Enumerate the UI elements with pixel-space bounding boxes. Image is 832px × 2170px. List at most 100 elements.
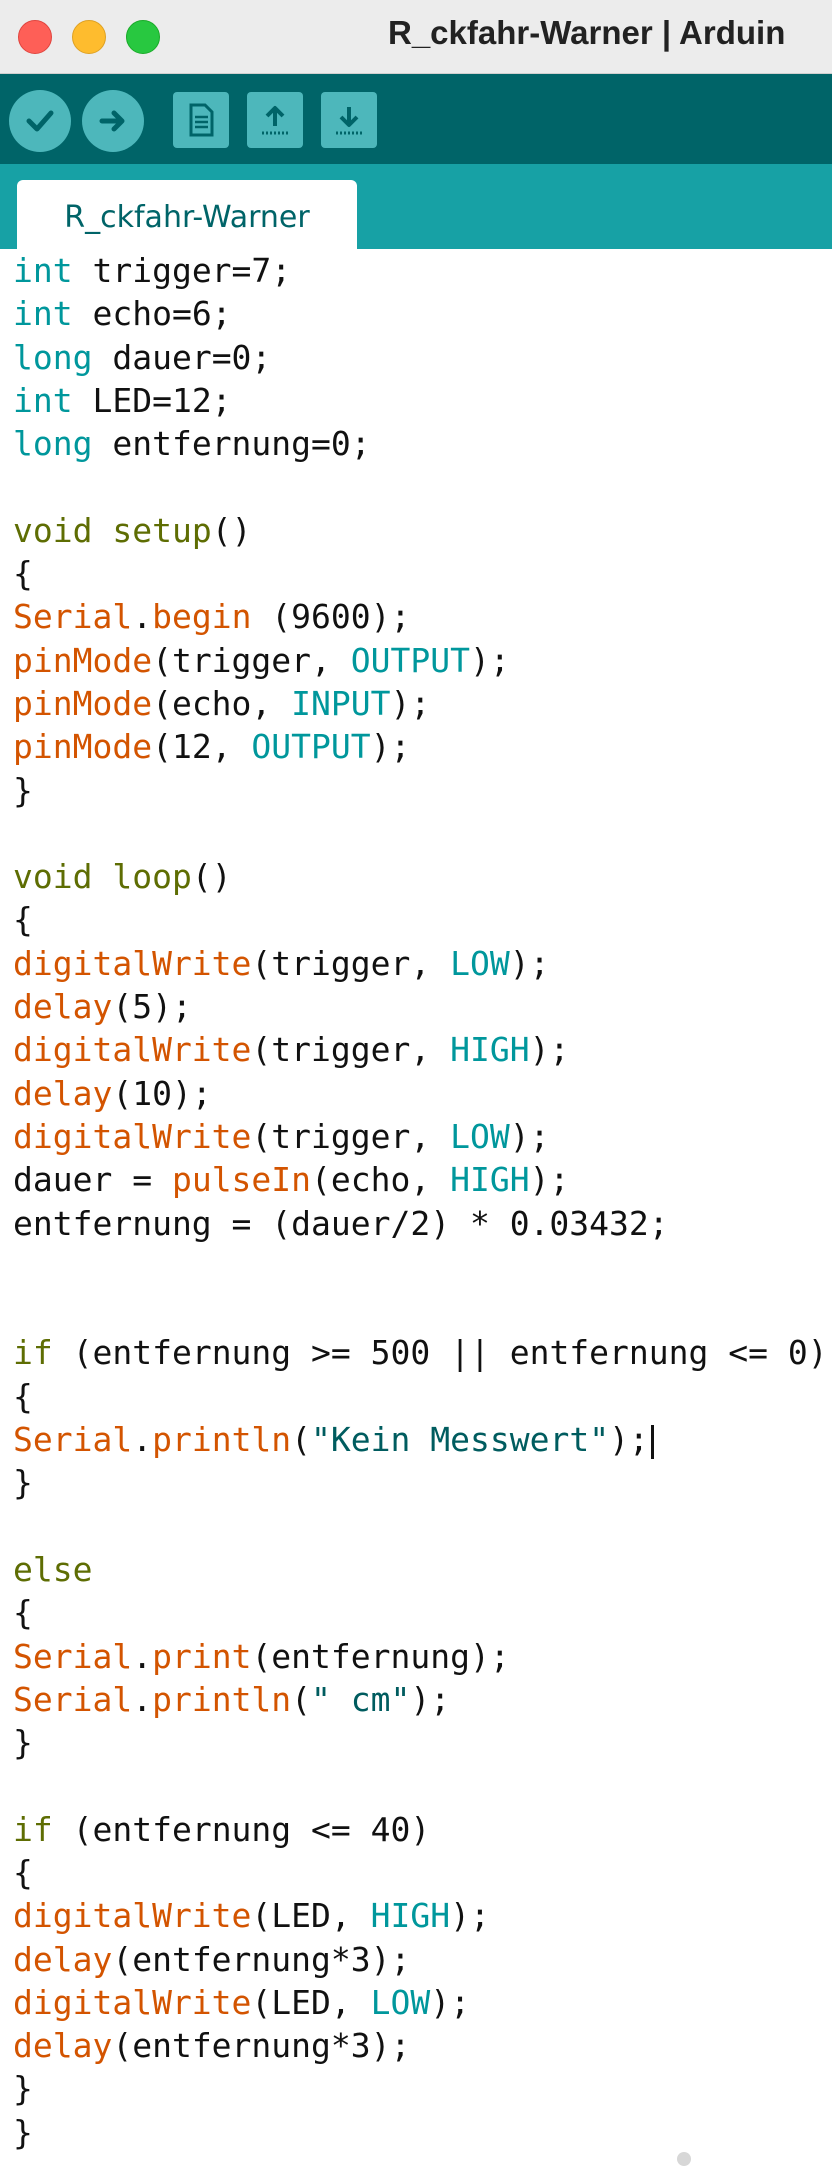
code-token: (echo, xyxy=(152,683,292,723)
code-token: . xyxy=(132,1679,153,1719)
new-document-icon xyxy=(189,103,214,137)
code-line[interactable]: delay(entfernung*3); xyxy=(13,2024,828,2067)
code-line[interactable]: entfernung = (dauer/2) * 0.03432; xyxy=(13,1202,828,1245)
open-button[interactable] xyxy=(247,92,303,148)
code-line[interactable]: if (entfernung <= 40) xyxy=(13,1808,828,1851)
code-line[interactable]: } xyxy=(13,1461,828,1504)
code-line[interactable]: if (entfernung >= 500 || entfernung <= 0… xyxy=(13,1331,828,1374)
code-token: void xyxy=(13,510,93,550)
code-token: digitalWrite xyxy=(13,1030,252,1070)
code-token: OUTPUT xyxy=(251,727,371,767)
code-token: delay xyxy=(13,987,113,1027)
code-area[interactable]: int trigger=7;int echo=6;long dauer=0;in… xyxy=(13,249,828,2154)
code-line[interactable]: { xyxy=(13,898,828,941)
code-line[interactable]: int echo=6; xyxy=(13,292,828,335)
code-token: setup xyxy=(112,510,212,550)
code-line[interactable]: { xyxy=(13,1375,828,1418)
code-line[interactable]: } xyxy=(13,769,828,812)
code-line[interactable]: } xyxy=(13,2111,828,2154)
upload-button[interactable] xyxy=(82,90,144,152)
scroll-indicator[interactable] xyxy=(677,2152,691,2166)
new-sketch-button[interactable] xyxy=(173,92,229,148)
code-token: ); xyxy=(430,1982,470,2022)
code-token: } xyxy=(13,1723,33,1763)
code-token: LOW xyxy=(450,1116,510,1156)
code-line[interactable]: else xyxy=(13,1548,828,1591)
code-line[interactable]: Serial.println("Kein Messwert"); xyxy=(13,1418,828,1461)
code-token: digitalWrite xyxy=(13,1896,252,1936)
code-token: long xyxy=(13,337,93,377)
code-token: { xyxy=(13,900,33,940)
code-line[interactable]: int trigger=7; xyxy=(13,249,828,292)
code-line[interactable] xyxy=(13,1505,828,1548)
code-line[interactable]: { xyxy=(13,1851,828,1894)
code-line[interactable] xyxy=(13,1764,828,1807)
code-line[interactable] xyxy=(13,1245,828,1288)
code-token: LED=12; xyxy=(72,380,232,420)
code-line[interactable]: void loop() xyxy=(13,855,828,898)
code-line[interactable]: digitalWrite(trigger, HIGH); xyxy=(13,1028,828,1071)
code-line[interactable]: } xyxy=(13,1721,828,1764)
code-token: "Kein Messwert" xyxy=(311,1420,610,1460)
code-token: Serial xyxy=(13,1420,133,1460)
code-line[interactable]: pinMode(12, OUTPUT); xyxy=(13,725,828,768)
code-token: trigger=7; xyxy=(72,251,292,290)
code-token: } xyxy=(13,2112,33,2152)
code-line[interactable]: void setup() xyxy=(13,509,828,552)
code-token: ); xyxy=(609,1420,649,1460)
code-token: entfernung=0; xyxy=(92,424,371,464)
tab-sketch[interactable]: R_ckfahr-Warner xyxy=(17,180,357,249)
code-line[interactable]: digitalWrite(LED, HIGH); xyxy=(13,1894,828,1937)
arrow-right-icon xyxy=(99,110,125,132)
code-token: (trigger, xyxy=(251,943,451,983)
code-token: ); xyxy=(450,1896,490,1936)
close-window-button[interactable] xyxy=(18,20,52,54)
code-token: delay xyxy=(13,2026,113,2066)
code-token: (9600); xyxy=(251,597,411,637)
code-line[interactable]: long entfernung=0; xyxy=(13,422,828,465)
tab-label: R_ckfahr-Warner xyxy=(64,200,310,235)
save-button[interactable] xyxy=(321,92,377,148)
code-token: (LED, xyxy=(251,1982,371,2022)
code-line[interactable] xyxy=(13,1288,828,1331)
code-line[interactable]: delay(entfernung*3); xyxy=(13,1938,828,1981)
code-token: int xyxy=(13,251,73,290)
code-line[interactable]: int LED=12; xyxy=(13,379,828,422)
code-token: (entfernung >= 500 || entfernung <= 0) xyxy=(52,1333,828,1373)
save-arrow-down-icon xyxy=(336,107,362,135)
code-line[interactable]: pinMode(trigger, OUTPUT); xyxy=(13,639,828,682)
code-line[interactable]: } xyxy=(13,2067,828,2110)
code-token: { xyxy=(13,1376,33,1416)
code-line[interactable]: dauer = pulseIn(echo, HIGH); xyxy=(13,1158,828,1201)
code-line[interactable]: pinMode(echo, INPUT); xyxy=(13,682,828,725)
code-line[interactable]: digitalWrite(LED, LOW); xyxy=(13,1981,828,2024)
zoom-window-button[interactable] xyxy=(126,20,160,54)
code-token: (trigger, xyxy=(251,1030,451,1070)
code-token: INPUT xyxy=(291,683,391,723)
code-line[interactable] xyxy=(13,465,828,508)
code-token: (entfernung <= 40) xyxy=(52,1809,431,1849)
code-line[interactable]: digitalWrite(trigger, LOW); xyxy=(13,942,828,985)
code-line[interactable]: Serial.begin (9600); xyxy=(13,595,828,638)
code-line[interactable]: { xyxy=(13,552,828,595)
code-line[interactable]: delay(5); xyxy=(13,985,828,1028)
code-token: delay xyxy=(13,1073,113,1113)
code-token: HIGH xyxy=(370,1896,451,1936)
code-token: (LED, xyxy=(251,1896,371,1936)
code-token: . xyxy=(132,597,153,637)
code-token: else xyxy=(13,1549,93,1589)
code-line[interactable]: { xyxy=(13,1591,828,1634)
code-token: (trigger, xyxy=(251,1116,451,1156)
code-line[interactable]: long dauer=0; xyxy=(13,336,828,379)
code-line[interactable]: delay(10); xyxy=(13,1072,828,1115)
code-token: entfernung = (dauer/2) * 0.03432; xyxy=(13,1203,669,1243)
verify-button[interactable] xyxy=(9,90,71,152)
minimize-window-button[interactable] xyxy=(72,20,106,54)
code-line[interactable]: Serial.println(" cm"); xyxy=(13,1678,828,1721)
code-editor[interactable]: int trigger=7;int echo=6;long dauer=0;in… xyxy=(0,249,832,2170)
code-line[interactable]: Serial.print(entfernung); xyxy=(13,1635,828,1678)
code-line[interactable] xyxy=(13,812,828,855)
code-token: (entfernung*3); xyxy=(112,1939,411,1979)
code-line[interactable]: digitalWrite(trigger, LOW); xyxy=(13,1115,828,1158)
code-token: (entfernung); xyxy=(251,1636,510,1676)
